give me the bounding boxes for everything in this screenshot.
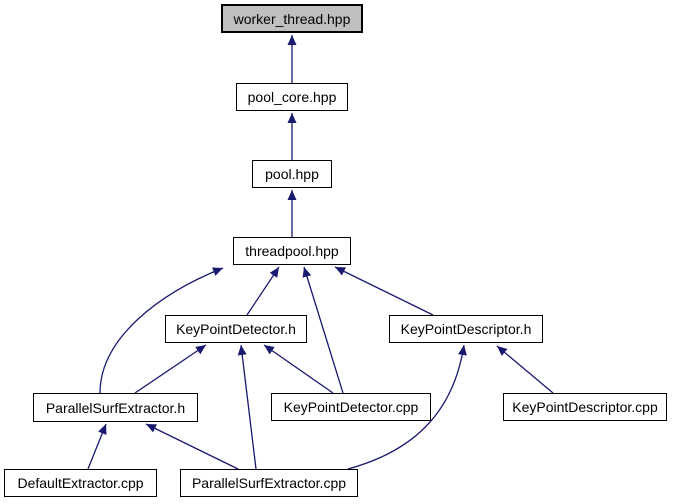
node-DefaultExtractor_cpp[interactable]: DefaultExtractor.cpp bbox=[4, 469, 157, 497]
node-KeyPointDetector_h[interactable]: KeyPointDetector.h bbox=[165, 315, 307, 343]
node-worker_thread_hpp: worker_thread.hpp bbox=[221, 4, 363, 33]
node-KeyPointDetector_cpp[interactable]: KeyPointDetector.cpp bbox=[271, 393, 431, 421]
edge-KeyPointDescriptor_h-to-threadpool_hpp bbox=[334, 266, 434, 316]
edge-ParallelSurfExtractor_cpp-to-KeyPointDescriptor_h bbox=[347, 344, 467, 470]
node-KeyPointDescriptor_h[interactable]: KeyPointDescriptor.h bbox=[389, 315, 543, 343]
node-ParallelSurfExtractor_cpp[interactable]: ParallelSurfExtractor.cpp bbox=[180, 469, 358, 497]
edge-ParallelSurfExtractor_h-to-threadpool_hpp bbox=[99, 267, 224, 394]
edge-DefaultExtractor_cpp-to-ParallelSurfExtractor_h bbox=[87, 423, 107, 470]
edge-KeyPointDetector_h-to-threadpool_hpp bbox=[246, 266, 280, 316]
node-KeyPointDescriptor_cpp[interactable]: KeyPointDescriptor.cpp bbox=[503, 393, 667, 421]
edge-KeyPointDescriptor_cpp-to-KeyPointDescriptor_h bbox=[496, 345, 554, 394]
edge-ParallelSurfExtractor_h-to-KeyPointDetector_h bbox=[134, 344, 207, 394]
node-ParallelSurfExtractor_h[interactable]: ParallelSurfExtractor.h bbox=[33, 393, 198, 422]
edge-KeyPointDetector_cpp-to-KeyPointDetector_h bbox=[263, 344, 334, 394]
node-pool_hpp[interactable]: pool.hpp bbox=[252, 160, 332, 188]
edge-group bbox=[87, 35, 554, 470]
node-pool_core_hpp[interactable]: pool_core.hpp bbox=[236, 83, 348, 111]
edge-ParallelSurfExtractor_cpp-to-KeyPointDetector_h bbox=[237, 344, 257, 470]
node-threadpool_hpp[interactable]: threadpool.hpp bbox=[233, 237, 351, 265]
edge-KeyPointDetector_cpp-to-threadpool_hpp bbox=[302, 266, 344, 394]
edge-ParallelSurfExtractor_cpp-to-ParallelSurfExtractor_h bbox=[145, 423, 239, 470]
